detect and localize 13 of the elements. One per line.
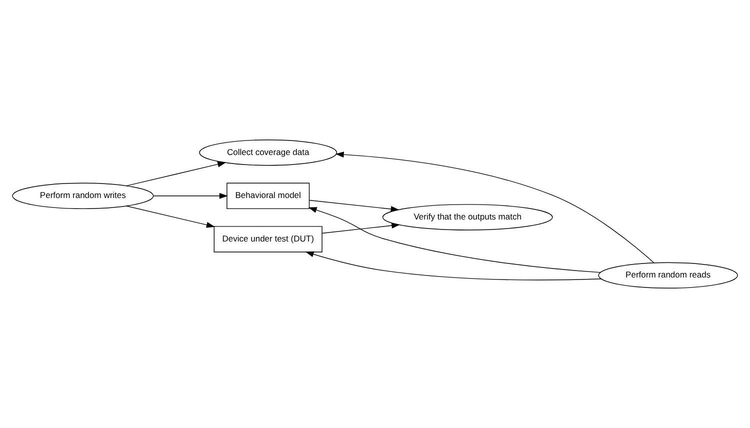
node-ellipse: Perform random reads [598, 262, 738, 289]
node-box: Device under test (DUT) [214, 226, 322, 252]
arrow [305, 251, 602, 280]
node-ellipse: Collect coverage data [199, 139, 338, 166]
node-box: Behavioral model [226, 182, 310, 210]
arrow [309, 200, 400, 212]
arrow [308, 207, 601, 273]
arrow [126, 161, 226, 186]
node-ellipse: Perform random writes [12, 182, 154, 210]
arrow [153, 192, 228, 199]
arrow [322, 222, 400, 234]
arrow [335, 152, 654, 264]
arrow [126, 206, 215, 228]
